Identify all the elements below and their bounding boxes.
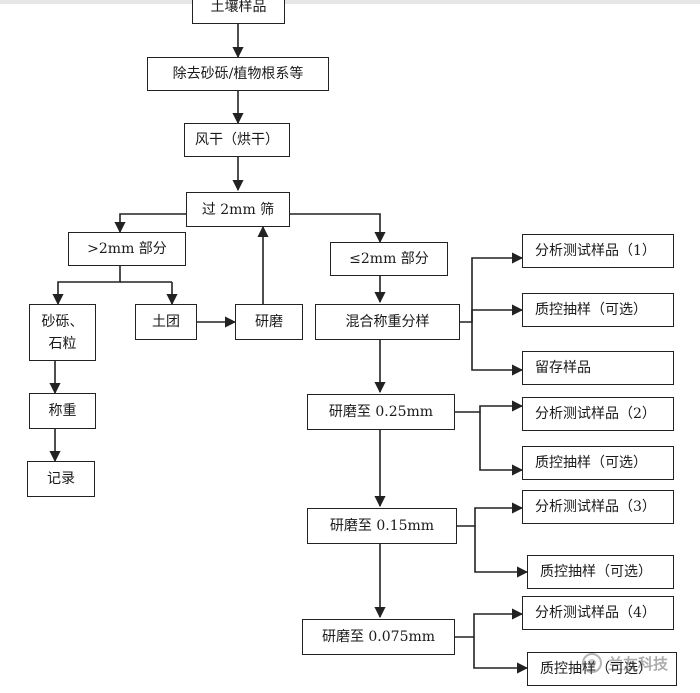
top-border-strip — [0, 0, 700, 4]
edge-gt2mm-to-gravel — [52, 266, 121, 306]
node-grind-0075mm: 研磨至 0.075mm — [302, 619, 455, 655]
edge-mix-to-retain — [471, 322, 524, 376]
node-record: 记录 — [27, 461, 95, 497]
node-clod: 土团 — [135, 304, 197, 340]
node-grind-015mm: 研磨至 0.15mm — [307, 508, 457, 544]
node-grind-025mm: 研磨至 0.25mm — [307, 394, 455, 430]
node-grind: 研磨 — [235, 304, 303, 340]
node-remove-gravel-roots: 除去砂砾/植物根系等 — [147, 57, 329, 91]
node-analysis-sample-4: 分析测试样品（4） — [522, 596, 674, 630]
edge-grind025-to-analysis2 — [455, 400, 524, 413]
node-retained-sample: 留存样品 — [522, 351, 674, 385]
node-qc-sample-2: 质控抽样（可选） — [522, 446, 674, 480]
edge-mix-to-qc1 — [471, 304, 524, 322]
edge-sieve-to-gt2mm — [114, 213, 186, 234]
edge-grind025-to-qc2 — [479, 412, 524, 476]
edge-sieve-to-le2mm — [290, 213, 386, 244]
edge-grind015-to-qc3 — [474, 526, 529, 578]
node-sieve-2mm: 过 2mm 筛 — [186, 192, 290, 227]
edge-grind0075-to-qc4 — [473, 637, 529, 674]
node-analysis-sample-2: 分析测试样品（2） — [522, 397, 674, 431]
watermark-text: 兰友科技 — [608, 654, 669, 673]
node-qc-sample-4: 质控抽样（可选） — [527, 652, 677, 686]
watermark-logo-icon — [582, 653, 602, 673]
node-analysis-sample-3: 分析测试样品（3） — [522, 490, 674, 524]
edge-grind0075-to-analysis4 — [455, 608, 524, 638]
node-analysis-sample-1: 分析测试样品（1） — [522, 234, 674, 268]
node-qc-sample-3: 质控抽样（可选） — [527, 555, 674, 589]
edge-grind015-to-analysis3 — [457, 502, 524, 527]
node-mix-weigh-split: 混合称重分样 — [315, 304, 460, 340]
node-weigh: 称重 — [29, 393, 96, 429]
node-air-dry: 风干（烘干） — [184, 123, 290, 157]
watermark: 兰友科技 — [582, 648, 668, 678]
edge-mix-to-analysis1 — [460, 252, 524, 323]
node-qc-sample-1: 质控抽样（可选） — [522, 293, 674, 327]
node-soil-sample: 土壤样品 — [192, 0, 285, 24]
node-le-2mm-fraction: ≤2mm 部分 — [330, 242, 448, 276]
node-gt-2mm-fraction: >2mm 部分 — [68, 232, 186, 266]
node-gravel-stone: 砂砾、 石粒 — [29, 304, 96, 361]
